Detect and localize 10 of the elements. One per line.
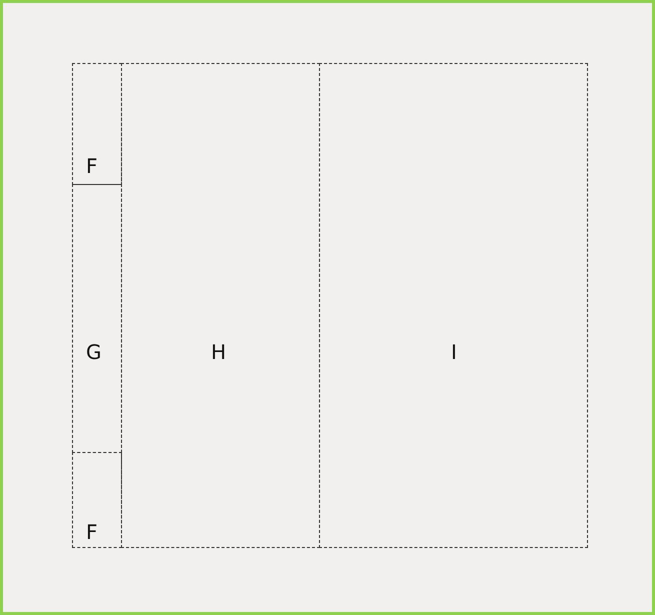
region-label: G: [86, 340, 102, 364]
region-box: [72, 63, 122, 185]
region-label: H: [211, 340, 226, 364]
region-label: I: [451, 340, 457, 364]
region-box: [72, 452, 122, 548]
region-label: F: [86, 154, 98, 178]
region-label: F: [86, 520, 98, 544]
region-box: [121, 63, 320, 548]
region-box: [72, 184, 122, 453]
region-box: [319, 63, 588, 548]
